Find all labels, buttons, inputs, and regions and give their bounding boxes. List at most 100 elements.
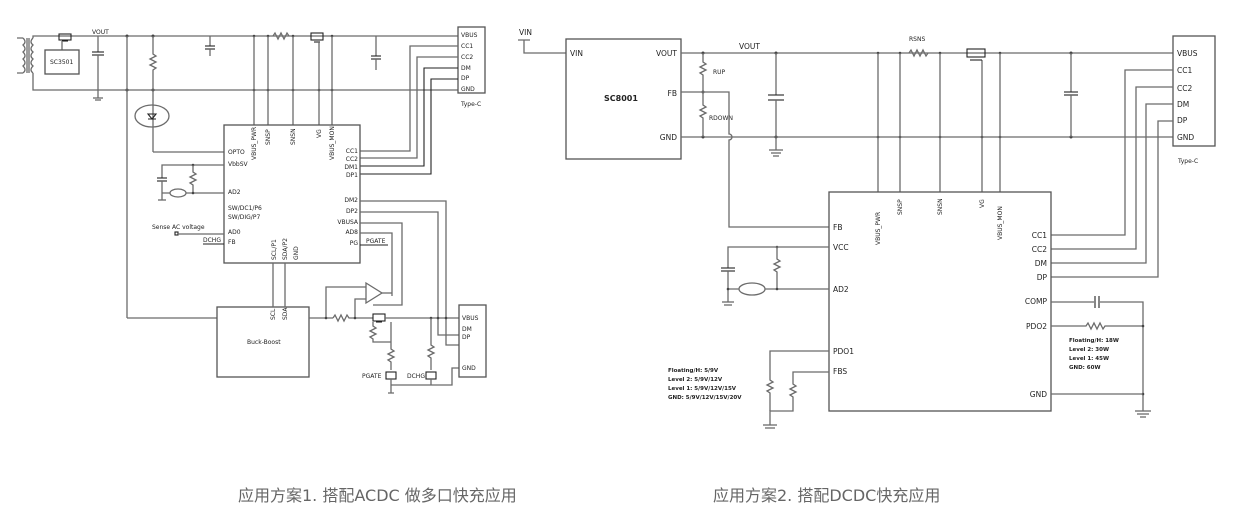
vcc-ntc-network — [721, 245, 829, 306]
opamp-icon — [365, 281, 384, 305]
port2-mosfet-icon — [372, 313, 386, 323]
output-sense-resistor-icon — [332, 313, 373, 323]
svg-text:SW/DC1/P6: SW/DC1/P6 — [228, 205, 262, 212]
svg-text:Level 1: 45W: Level 1: 45W — [1069, 356, 1109, 362]
svg-text:PDO2: PDO2 — [1026, 322, 1047, 331]
svg-text:DM2: DM2 — [344, 197, 358, 204]
svg-text:DP2: DP2 — [346, 208, 358, 215]
typec-pin-cc2: CC2 — [1177, 84, 1192, 93]
sense-resistor-icon — [272, 31, 290, 41]
svg-text:VBUS_PWR: VBUS_PWR — [251, 127, 258, 160]
sc3501-label: SC3501 — [50, 59, 73, 66]
vout-label: VOUT — [92, 29, 109, 36]
typec-pin-dp: DP — [1177, 116, 1188, 125]
dchg-mosfet-icon — [425, 371, 437, 380]
output-capacitor-icon — [92, 36, 104, 101]
thermistor-icon — [738, 282, 766, 296]
svg-text:AD2: AD2 — [228, 189, 241, 196]
pdo2-resistor-icon — [1051, 321, 1143, 331]
svg-text:GND: 60W: GND: 60W — [1069, 365, 1101, 371]
sc8001-label: SC8001 — [604, 94, 638, 103]
svg-text:PDO1: PDO1 — [833, 347, 854, 356]
schematics-canvas: SC3501 VOUT — [17, 26, 1216, 429]
svg-text:CC2: CC2 — [346, 156, 358, 163]
typec-pin-vbus: VBUS — [1177, 49, 1198, 58]
port2-pin-dp: DP — [462, 334, 471, 341]
port1-pin-dm: DM — [461, 65, 471, 72]
scheme2-diagram: VIN VIN VOUT FB GND SC8001 VOUT RUP RDOW… — [518, 28, 1216, 429]
vbus-capacitor-icon — [1064, 53, 1078, 137]
svg-text:VIN: VIN — [570, 49, 583, 58]
svg-text:VBUSA: VBUSA — [337, 219, 359, 226]
transformer-icon — [17, 35, 460, 91]
opto-resistor-icon — [148, 36, 158, 90]
svg-text:CC1: CC1 — [1032, 231, 1047, 240]
port2-pin-gnd: GND — [462, 365, 476, 372]
svg-text:AD8: AD8 — [345, 229, 358, 236]
svg-text:FB: FB — [833, 223, 842, 232]
svg-text:SNSP: SNSP — [897, 199, 904, 215]
svg-text:DP: DP — [1037, 273, 1048, 282]
typec-label: Type-C — [1177, 158, 1198, 165]
svg-text:Level 2: 30W: Level 2: 30W — [1069, 347, 1109, 353]
svg-text:Floating/H: 18W: Floating/H: 18W — [1069, 338, 1119, 344]
svg-text:VG: VG — [316, 129, 323, 138]
svg-text:SDA: SDA — [282, 307, 289, 320]
vout-net-label: VOUT — [739, 42, 760, 51]
vin-label: VIN — [519, 28, 532, 37]
pgate-bottom-label: PGATE — [362, 373, 382, 380]
port1-pin-vbus: VBUS — [461, 32, 478, 39]
port1-pin-cc1: CC1 — [461, 43, 473, 50]
svg-text:VbbSV: VbbSV — [228, 161, 249, 168]
buck-boost-block — [216, 306, 310, 378]
bypass-capacitor-icon — [205, 36, 215, 56]
scheme1-left-pins: OPTO VbbSV AD2 SW/DC1/P6 SW/DIG/P7 AD0 F… — [228, 149, 262, 246]
svg-text:PG: PG — [350, 240, 359, 247]
sc3501-chip — [44, 49, 80, 75]
typec-pin-dm: DM — [1177, 100, 1189, 109]
sync-rect-mosfet-icon — [58, 33, 72, 50]
typec-pin-gnd: GND — [1177, 133, 1194, 142]
thermistor-icon — [169, 188, 187, 198]
svg-text:SCL: SCL — [270, 308, 277, 320]
svg-text:COMP: COMP — [1025, 297, 1048, 306]
scheme1-bottom-pins: SCL/P1 SDA/P2 GND — [271, 238, 300, 260]
typec-connector — [1172, 35, 1216, 147]
optocoupler-icon — [134, 104, 170, 128]
vbus-mosfet-icon — [966, 48, 986, 61]
rdown-label: RDOWN — [709, 115, 733, 122]
pdo1-notes: Floating/H: 5/9V Level 2: 5/9V/12V Level… — [668, 368, 742, 401]
svg-text:SNSN: SNSN — [290, 128, 297, 145]
port2-typec-connector — [458, 304, 487, 378]
svg-text:AD0: AD0 — [228, 229, 241, 236]
port1-pin-gnd: GND — [461, 86, 475, 93]
sense-ac-label: Sense AC voltage — [152, 224, 205, 231]
svg-text:VBUS_MON: VBUS_MON — [997, 206, 1004, 240]
caption-scheme2: 应用方案2. 搭配DCDC快充应用 — [713, 486, 941, 505]
caption-scheme1: 应用方案1. 搭配ACDC 做多口快充应用 — [238, 486, 517, 505]
port1-typec-connector — [457, 26, 486, 94]
pgate-label: PGATE — [366, 238, 386, 245]
svg-text:CC2: CC2 — [1032, 245, 1047, 254]
port2-pin-vbus: VBUS — [462, 315, 479, 322]
scheme2-controller-chip — [828, 191, 1052, 412]
vbus-mosfet-icon — [310, 32, 324, 43]
svg-text:GND: GND — [1030, 390, 1047, 399]
rdown-resistor-icon — [698, 92, 708, 137]
rsns-resistor-icon — [908, 48, 929, 58]
scheme2-left-pins: FB VCC AD2 PDO1 FBS — [833, 223, 854, 376]
rup-resistor-icon — [698, 53, 708, 92]
svg-text:DM: DM — [1035, 259, 1047, 268]
svg-text:GND: GND — [293, 246, 300, 260]
rsns-label: RSNS — [909, 36, 925, 43]
svg-text:GND: 5/9V/12V/15V/20V: GND: 5/9V/12V/15V/20V — [668, 395, 742, 401]
dchg-bottom-label: DCHG — [407, 373, 425, 380]
svg-text:OPTO: OPTO — [228, 149, 245, 156]
vout-capacitor-icon — [768, 53, 784, 157]
pgate-mosfet-icon — [385, 371, 397, 380]
svg-text:DM1: DM1 — [344, 164, 358, 171]
svg-text:Level 2: 5/9V/12V: Level 2: 5/9V/12V — [668, 377, 723, 383]
svg-text:GND: GND — [660, 133, 677, 142]
svg-text:VBUS_PWR: VBUS_PWR — [875, 212, 882, 245]
typec-pin-cc1: CC1 — [1177, 66, 1192, 75]
